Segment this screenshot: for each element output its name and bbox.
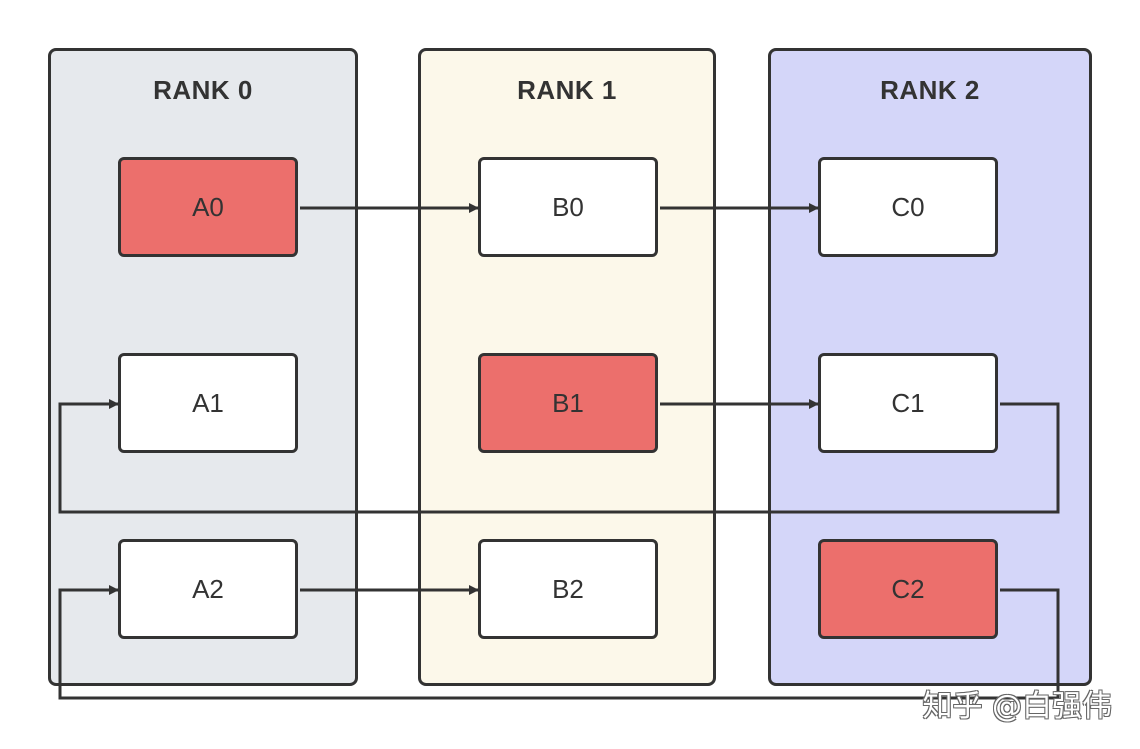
block-a1: A1 xyxy=(118,353,298,453)
block-a0: A0 xyxy=(118,157,298,257)
block-c1: C1 xyxy=(818,353,998,453)
block-b1: B1 xyxy=(478,353,658,453)
rank-2-title: RANK 2 xyxy=(880,75,980,105)
watermark: 知乎 @白强伟 xyxy=(922,689,1112,724)
block-a2: A2 xyxy=(118,539,298,639)
block-b0: B0 xyxy=(478,157,658,257)
block-b2: B2 xyxy=(478,539,658,639)
rank-1-title: RANK 1 xyxy=(517,75,617,105)
rank-0-title: RANK 0 xyxy=(153,75,253,105)
block-c2: C2 xyxy=(818,539,998,639)
block-c0: C0 xyxy=(818,157,998,257)
